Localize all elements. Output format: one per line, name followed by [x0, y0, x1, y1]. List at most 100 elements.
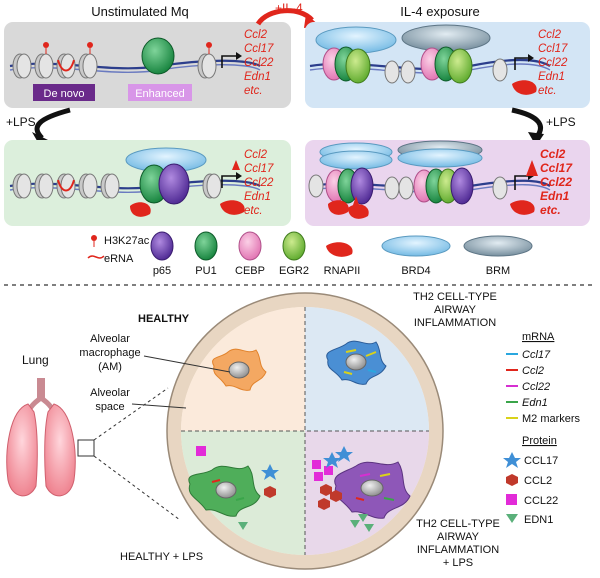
h3k27ac-mark — [87, 42, 93, 48]
ccl17-protein — [261, 464, 279, 480]
svg-text:etc.: etc. — [538, 85, 557, 97]
macrophage-th2-lps — [312, 446, 411, 532]
svg-text:Edn1: Edn1 — [244, 191, 271, 203]
left-lung — [6, 403, 38, 497]
protein-item: CCL22 — [524, 495, 558, 507]
nucleosome-group — [12, 173, 222, 199]
svg-text:Ccl17: Ccl17 — [244, 43, 274, 55]
protein-item: EDN1 — [524, 514, 553, 526]
legend-brm: BRM — [486, 265, 510, 277]
svg-text:Ccl22: Ccl22 — [244, 57, 274, 69]
up-arrow-small — [232, 160, 240, 170]
lps-arrow-right: +LPS — [511, 107, 576, 146]
legend-egr2: EGR2 — [279, 265, 309, 277]
brd4-factor — [319, 150, 393, 170]
il4-arrow-label: +IL-4 — [275, 1, 303, 15]
zoom-box — [77, 439, 95, 457]
mrna-legend-title: mRNA — [522, 331, 555, 343]
nucleosome — [384, 176, 400, 200]
svg-text:Ccl17: Ccl17 — [244, 163, 274, 175]
erna-icon — [87, 255, 105, 259]
rnapii-factor — [512, 80, 537, 95]
ccl2-protein — [330, 490, 342, 502]
brm-icon — [463, 235, 533, 257]
pu1-factor — [141, 37, 175, 75]
nucleosome — [308, 174, 324, 198]
macrophage-healthy — [212, 348, 267, 391]
mrna-item: M2 markers — [522, 413, 581, 425]
h3k27ac-icon — [91, 235, 97, 241]
svg-text:INFLAMMATION: INFLAMMATION — [414, 317, 496, 329]
label-am: Alveolar macrophage (AM) — [79, 333, 140, 373]
svg-text:Ccl2: Ccl2 — [540, 147, 566, 161]
panel-lps-unstimulated: Ccl2 Ccl17 Ccl22 Edn1 etc. — [4, 140, 291, 226]
svg-text:macrophage: macrophage — [79, 347, 140, 359]
svg-text:Ccl22: Ccl22 — [538, 57, 568, 69]
rnapii-factor — [130, 202, 151, 217]
label-healthy: HEALTHY — [138, 313, 190, 325]
svg-text:TH2 CELL-TYPE: TH2 CELL-TYPE — [413, 291, 497, 303]
legend-h3k27ac: H3K27ac — [104, 235, 150, 247]
lps-label-right: +LPS — [546, 115, 576, 129]
edn1-protein — [238, 522, 248, 530]
ccl2-protein — [318, 498, 330, 510]
svg-text:+ LPS: + LPS — [443, 557, 473, 569]
edn1-protein — [350, 520, 360, 528]
edn1-protein — [358, 514, 368, 522]
brd4-icon — [381, 235, 451, 257]
macrophage-th2 — [326, 340, 387, 385]
svg-text:Ccl2: Ccl2 — [538, 29, 562, 41]
lung-label: Lung — [22, 353, 49, 367]
rnapii-icon — [326, 242, 353, 257]
lung: Lung — [6, 353, 95, 497]
egr2-factor — [447, 48, 473, 84]
label-healthy-lps: HEALTHY + LPS — [120, 551, 203, 563]
right-lung — [44, 403, 76, 497]
svg-text:etc.: etc. — [244, 205, 263, 217]
zoom-line — [93, 455, 181, 521]
legend-p65: p65 — [153, 265, 171, 277]
h3k27ac-mark — [206, 42, 212, 48]
panel-il4: IL-4 exposure Ccl2 Ccl17 Ccl22 Edn1 etc. — [305, 4, 590, 108]
up-arrow-small — [352, 196, 360, 208]
de-novo-label: De novo — [44, 88, 85, 100]
nucleus — [360, 479, 384, 497]
p65-factor — [158, 163, 190, 205]
protein-legend-title: Protein — [522, 435, 557, 447]
nucleosome — [384, 60, 400, 84]
brd4-factor — [397, 148, 483, 168]
nucleosome — [398, 176, 414, 200]
svg-text:Ccl2: Ccl2 — [244, 149, 268, 161]
svg-text:Ccl17: Ccl17 — [540, 161, 573, 175]
svg-text:Edn1: Edn1 — [538, 71, 565, 83]
svg-text:Edn1: Edn1 — [244, 71, 271, 83]
protein-item: CCL17 — [524, 455, 558, 467]
label-alveolar-space: Alveolar space — [90, 387, 130, 413]
panel-title-il4: IL-4 exposure — [400, 4, 480, 19]
nucleosome — [400, 60, 416, 84]
panel-unstimulated: Unstimulated Mq De novo Enhanced Ccl2 Cc… — [4, 4, 291, 108]
svg-text:(AM): (AM) — [98, 361, 122, 373]
mrna-item: Ccl17 — [522, 349, 551, 361]
mrna-item: Edn1 — [522, 397, 548, 409]
legend-cebp: CEBP — [235, 265, 265, 277]
de-novo-box — [33, 84, 95, 101]
protein-item: CCL2 — [524, 475, 552, 487]
tss-arrow — [221, 175, 236, 188]
ccl17-protein-icon — [503, 452, 521, 468]
protein-legend: Protein CCL17 CCL2 CCL22 EDN1 — [503, 435, 558, 526]
mrna-item: Ccl22 — [522, 381, 550, 393]
ccl2-protein — [264, 486, 276, 498]
gene-list-lps: Ccl2 Ccl17 Ccl22 Edn1 etc. — [244, 149, 274, 217]
nucleosome-group — [12, 53, 217, 79]
svg-text:Ccl2: Ccl2 — [244, 29, 268, 41]
enhanced-box — [128, 84, 192, 101]
ccl22-protein — [312, 460, 321, 469]
tss-arrow — [221, 55, 236, 68]
ccl17-protein — [323, 452, 341, 468]
dna-red-segment — [57, 59, 75, 72]
legend-pu1: PU1 — [195, 265, 216, 277]
svg-text:Ccl22: Ccl22 — [540, 175, 572, 189]
rnapii-factor — [510, 200, 535, 215]
